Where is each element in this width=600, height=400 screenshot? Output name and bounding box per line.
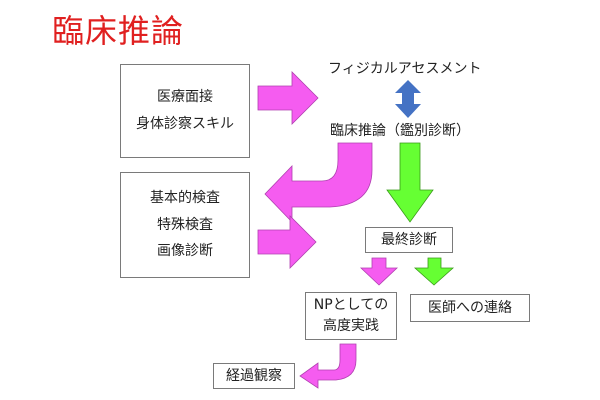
- down-arrow-to-np: [359, 257, 399, 286]
- final-diagnosis-label: 最終診断: [381, 231, 437, 248]
- imaging-label: 画像診断: [157, 243, 213, 260]
- clinical-reasoning-label: 臨床推論（鑑別診断）: [330, 123, 470, 139]
- special-tests-label: 特殊検査: [157, 216, 213, 233]
- curved-arrow-reasoning-to-tests: [264, 142, 373, 223]
- physical-exam-label: 身体診察スキル: [136, 116, 234, 132]
- right-arrow-interview: [257, 71, 319, 125]
- interview-box: 医療面接 身体診察スキル: [120, 64, 250, 158]
- np-practice-line2: 高度実践: [323, 318, 379, 334]
- page-title: 臨床推論: [52, 12, 185, 50]
- curved-arrow-np-to-observation: [299, 343, 357, 389]
- basic-tests-label: 基本的検査: [150, 190, 220, 207]
- interview-label: 医療面接: [157, 89, 213, 106]
- doctor-contact-label: 医師への連絡: [428, 299, 512, 316]
- double-arrow-blue: [395, 80, 421, 118]
- final-diagnosis-box: 最終診断: [365, 227, 453, 253]
- observation-label: 経過観察: [226, 367, 282, 384]
- right-arrow-tests: [257, 215, 317, 269]
- down-arrow-green-to-final: [386, 142, 434, 223]
- observation-box: 経過観察: [213, 363, 295, 389]
- down-arrow-to-doctor: [413, 257, 455, 286]
- np-practice-line1: NPとしての: [313, 297, 389, 313]
- tests-box: 基本的検査 特殊検査 画像診断: [120, 172, 250, 278]
- physical-assessment-label: フィジカルアセスメント: [328, 61, 482, 77]
- np-practice-box: NPとしての 高度実践: [305, 292, 397, 340]
- doctor-contact-box: 医師への連絡: [410, 294, 530, 322]
